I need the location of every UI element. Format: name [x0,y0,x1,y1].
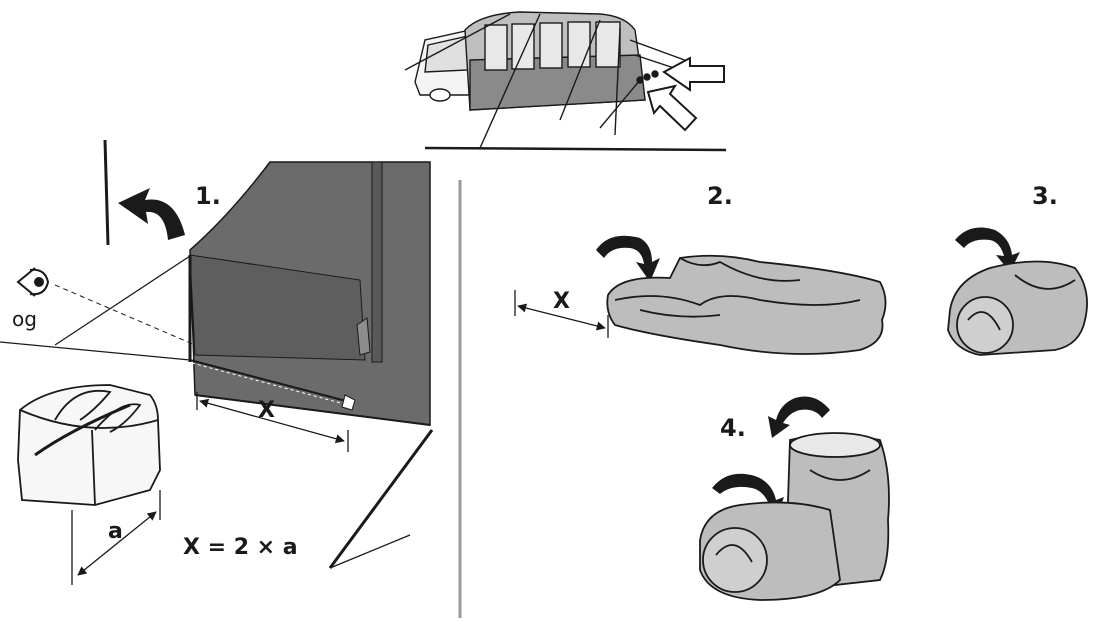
rolled-fabric-step4 [699,432,890,601]
folded-fabric-step2 [606,254,887,355]
curved-arrow-icon-step3 [955,227,1020,272]
hand-pointer-icon [646,56,725,132]
step3-label: 3. [1032,182,1058,210]
curved-arrow-icon [118,188,185,240]
step1-tent-corner [0,139,434,569]
dimension-x-step2 [514,290,609,338]
rolled-fabric-step3 [947,260,1088,356]
dimension-x-label-step2: X [553,289,570,314]
step2-label: 2. [707,182,733,210]
dimension-a-label: a [108,519,123,544]
dimension-x-step1 [196,392,349,452]
curved-arrow-icon-step4a [768,396,830,438]
step1-label: 1. [195,182,221,210]
eye-icon [16,267,50,297]
eye-label: og [12,307,37,331]
dimension-x-label-step1: X [258,398,275,423]
dimension-a [71,490,161,585]
step4-label: 4. [720,414,746,442]
car-awning-illustration [404,11,727,152]
formula: X = 2 × a [183,535,298,560]
curved-arrow-icon-step2 [596,235,660,282]
storage-bag [17,384,161,506]
